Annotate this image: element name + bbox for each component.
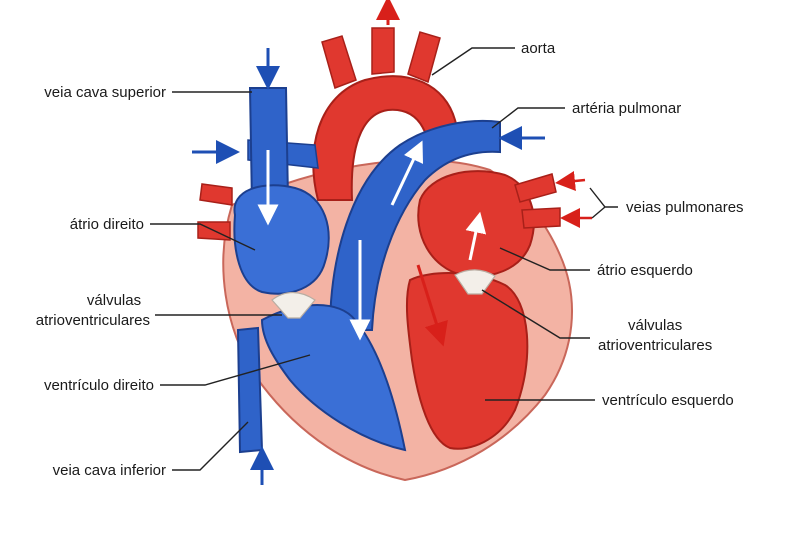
label-right-ventricle: ventrículo direito bbox=[44, 377, 154, 394]
right-ventricle-chamber bbox=[260, 304, 407, 452]
flow-arrow-lv-down bbox=[416, 264, 448, 347]
label-superior-vena-cava: veia cava superior bbox=[44, 84, 166, 101]
label-inferior-vena-cava: veia cava inferior bbox=[53, 462, 166, 479]
leader-pulmonary-veins bbox=[589, 187, 618, 219]
label-right-atrium: átrio direito bbox=[70, 216, 144, 233]
label-right-valves-line1: válvulas bbox=[87, 292, 141, 309]
flow-arrow-pa-up bbox=[390, 140, 424, 206]
left-ventricle-chamber bbox=[405, 272, 529, 450]
right-av-valve bbox=[271, 291, 316, 319]
label-aorta: aorta bbox=[521, 40, 556, 57]
leader-right-atrium bbox=[150, 223, 256, 251]
label-left-atrium: átrio esquerdo bbox=[597, 262, 693, 279]
aorta-branch-1 bbox=[321, 35, 357, 89]
leader-pulmonary-artery bbox=[491, 107, 565, 129]
right-atrium-chamber bbox=[233, 184, 330, 295]
label-right-valves-line2: atrioventriculares bbox=[36, 312, 150, 329]
label-left-ventricle: ventrículo esquerdo bbox=[602, 392, 734, 409]
leader-right-ventricle bbox=[160, 354, 311, 386]
pulmonary-vein-2 bbox=[521, 207, 561, 229]
aorta-branch-3 bbox=[407, 31, 441, 84]
pulmonary-vein-3 bbox=[199, 183, 233, 206]
aorta-vessel bbox=[312, 75, 464, 201]
leader-aorta bbox=[431, 47, 515, 76]
label-pulmonary-artery: artéria pulmonar bbox=[572, 100, 681, 117]
leader-inferior-vena-cava bbox=[172, 421, 249, 471]
pulmonary-vein-1 bbox=[514, 173, 557, 203]
label-left-valves-line2: atrioventriculares bbox=[598, 337, 712, 354]
leader-left-valves bbox=[481, 289, 590, 339]
label-pulmonary-veins: veias pulmonares bbox=[626, 199, 744, 216]
label-left-valves-line1: válvulas bbox=[628, 317, 682, 334]
flow-arrow-la-up bbox=[465, 211, 487, 261]
leader-left-atrium bbox=[499, 247, 590, 271]
inferior-vena-cava-vessel bbox=[236, 326, 264, 454]
arrow-into-pv-1 bbox=[555, 171, 586, 191]
aorta-branch-2 bbox=[371, 27, 395, 75]
